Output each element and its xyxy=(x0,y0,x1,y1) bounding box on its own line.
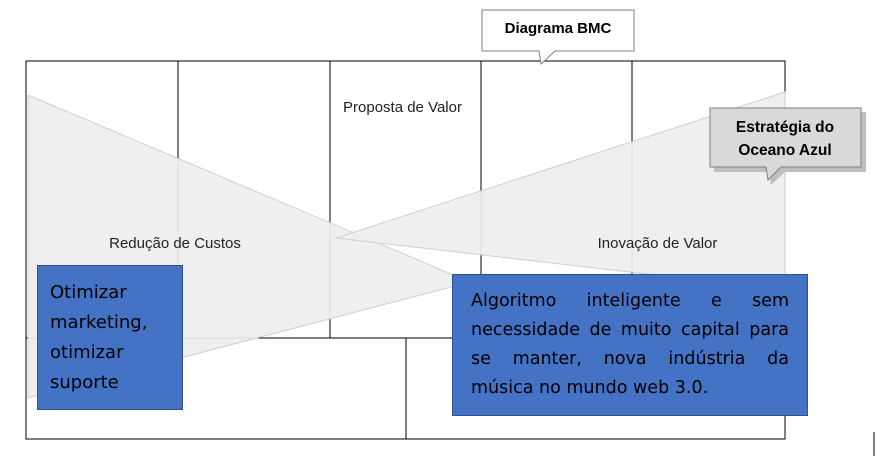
value-innovation-note: Algoritmo inteligente e sem necessidade … xyxy=(452,274,808,416)
callout-bmc xyxy=(481,9,635,66)
label-proposta-de-valor: Proposta de Valor xyxy=(343,99,462,116)
value-innovation-arrow xyxy=(335,91,786,291)
callout-bmc-shape xyxy=(481,9,635,66)
cost-reduction-note: Otimizar marketing, otimizar suporte xyxy=(37,265,183,410)
callout-oceano-label: Estratégia do Oceano Azul xyxy=(735,119,835,159)
callout-oceano xyxy=(709,107,866,185)
callout-bmc-label: Diagrama BMC xyxy=(504,20,612,37)
label-reducao-de-custos: Redução de Custos xyxy=(109,235,241,252)
callout-oceano-shape xyxy=(709,107,862,182)
label-inovacao-de-valor: Inovação de Valor xyxy=(597,235,718,252)
